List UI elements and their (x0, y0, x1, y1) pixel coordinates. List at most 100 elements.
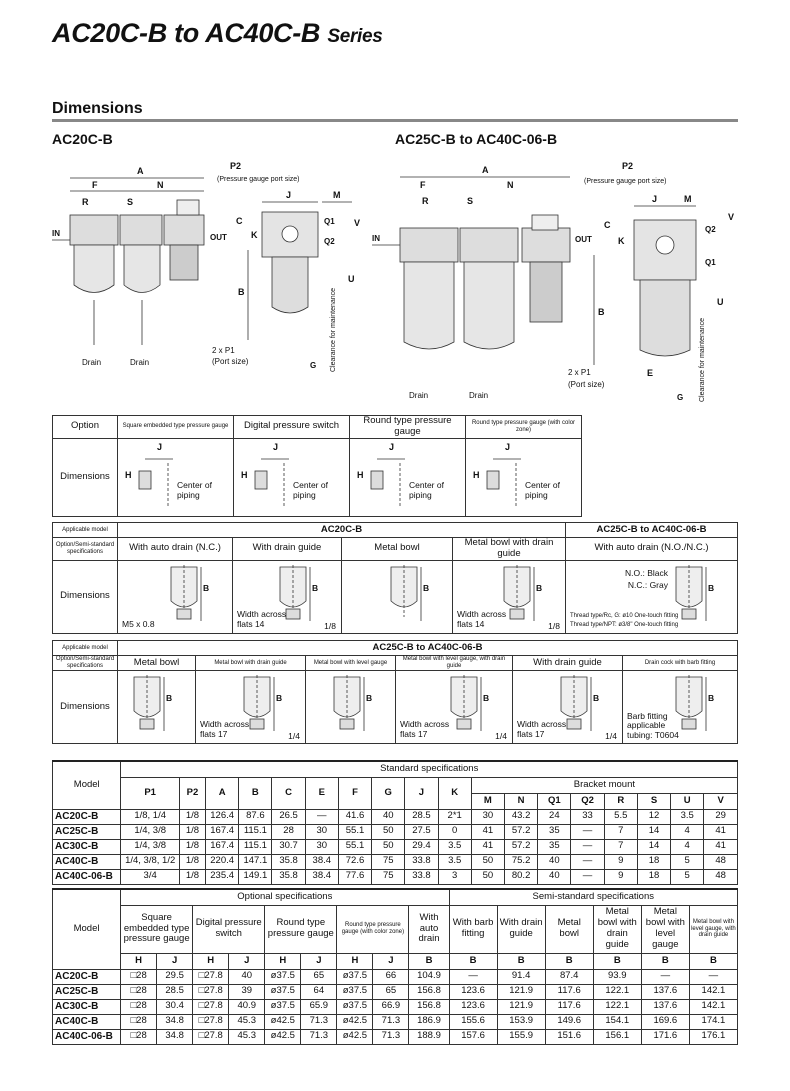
cell: 77.6 (337, 868, 373, 885)
col-header-m: M (470, 792, 506, 810)
in-port-label: IN (372, 234, 380, 243)
cell: 40.9 (228, 998, 266, 1015)
cell: 71.3 (372, 1013, 410, 1030)
svg-text:B: B (483, 693, 489, 703)
cell: 149.6 (544, 1013, 594, 1030)
col-header-q1: Q1 (537, 792, 572, 810)
applicable-label: Applicable model (52, 522, 118, 538)
cell: 80.2 (503, 868, 539, 885)
cell: 33.8 (404, 868, 439, 885)
col-header-f: F (337, 776, 373, 810)
cell: 4 (670, 823, 705, 840)
col-header-g: G (371, 776, 406, 810)
col-header-u: U (670, 792, 705, 810)
cell: 142.1 (688, 998, 739, 1015)
model-header: AC20C-B (117, 522, 566, 538)
cell: 115.1 (238, 838, 273, 855)
cell: 147.1 (238, 853, 273, 870)
model-name: AC40C-B (51, 853, 122, 870)
applicable-label: Applicable model (52, 640, 118, 656)
left-model-label: AC20C-B (52, 131, 113, 147)
cell: 1/4, 3/8 (120, 823, 180, 840)
cell: 41 (703, 838, 738, 855)
p1-note: (Port size) (212, 357, 249, 366)
figure-callout: Width across flats 14 (237, 609, 287, 629)
cell: 117.6 (544, 998, 594, 1015)
cell: 149.1 (238, 868, 273, 885)
option-figure: B (341, 559, 453, 634)
cell: □27.8 (192, 968, 230, 985)
cell: 4 (670, 838, 705, 855)
cell: 155.6 (448, 1013, 498, 1030)
sub-header: B (408, 952, 450, 970)
bowl-drawing-icon: B (675, 564, 714, 621)
cell: 220.4 (205, 853, 240, 870)
cell: □27.8 (192, 1013, 230, 1030)
model-name: AC30C-B (51, 838, 122, 855)
sub-header: B (544, 952, 594, 970)
cell: □28 (120, 1028, 158, 1045)
cell: 0 (437, 823, 472, 840)
drain-label: Drain (130, 358, 149, 367)
cell: 27.5 (404, 823, 439, 840)
option-col-header: Round type pressure gauge (264, 904, 338, 954)
option-col-header: Metal bowl (544, 904, 594, 954)
gauge-drawing-icon (370, 458, 405, 508)
clearance-note: Clearance for maintenance (330, 288, 337, 372)
model-header: Model (51, 760, 122, 810)
cell: 72.6 (337, 853, 373, 870)
cell: 50 (470, 868, 506, 885)
cell: 45.3 (228, 1028, 266, 1045)
sub-header: B (496, 952, 546, 970)
cell: 93.9 (592, 968, 642, 985)
sub-header: B (448, 952, 498, 970)
option-col-header: With auto drain (N.O./N.C.) (565, 537, 738, 561)
col-header-b: B (238, 776, 273, 810)
cell: 1/8, 1/4 (120, 808, 180, 825)
unit-front-view (372, 176, 595, 365)
cell: 154.1 (592, 1013, 642, 1030)
dim-q2-label: Q2 (324, 237, 335, 246)
dim-g-label: G (310, 361, 316, 370)
drain-label: Drain (409, 391, 428, 400)
svg-text:B: B (366, 693, 372, 703)
cell: ø37.5 (336, 968, 374, 985)
cell: 137.6 (640, 983, 690, 1000)
cell: 117.6 (544, 983, 594, 1000)
figure-callout: N.O.: Black (625, 567, 668, 578)
cell: 121.9 (496, 998, 546, 1015)
cell: 40 (537, 868, 572, 885)
cell: 43.2 (503, 808, 539, 825)
cell: ø42.5 (264, 1013, 302, 1030)
figure-callout: Center of piping (409, 480, 444, 500)
sub-header: J (300, 952, 338, 970)
cell: 1/4, 3/8 (120, 838, 180, 855)
cell: 18 (636, 853, 672, 870)
figure-callout: J (389, 442, 395, 453)
dim-q2-label: Q2 (705, 225, 716, 234)
dim-n-label: N (157, 180, 164, 190)
cell: 41 (703, 823, 738, 840)
dim-k-label: K (618, 236, 625, 246)
cell: 71.3 (300, 1028, 338, 1045)
cell: □28 (120, 983, 158, 1000)
cell: 65.9 (300, 998, 338, 1015)
model-name: AC40C-B (51, 1013, 122, 1030)
col-header-s: S (636, 792, 672, 810)
cell: 121.9 (496, 983, 546, 1000)
dim-v-label: V (354, 218, 360, 228)
col-header-k: K (437, 776, 472, 810)
figure-callout: M5 x 0.8 (122, 618, 155, 629)
cell: 65 (300, 968, 338, 985)
out-port-label: OUT (210, 233, 227, 242)
cell: 57.2 (503, 823, 539, 840)
dim-m-label: M (684, 194, 692, 204)
